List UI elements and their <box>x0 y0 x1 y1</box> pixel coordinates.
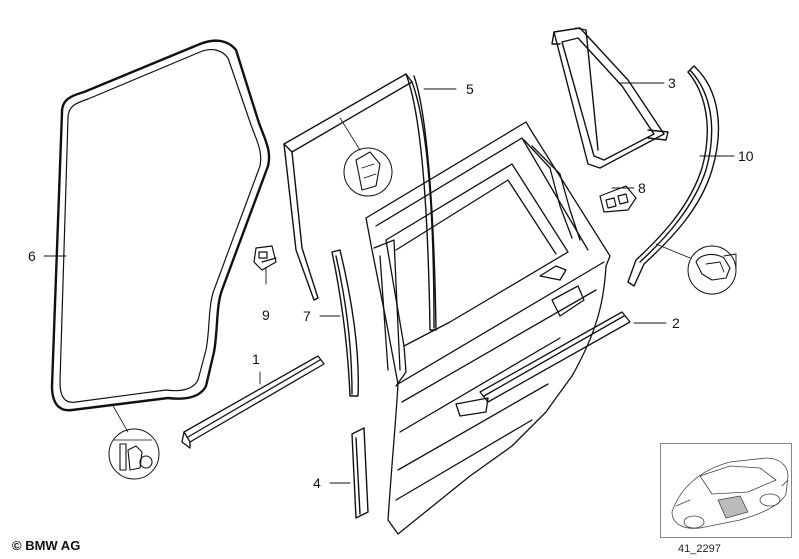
door-frame-seal-part-6 <box>50 39 271 412</box>
door-sill-seal-part-2 <box>455 311 631 417</box>
lower-pillar-strip-part-4 <box>351 427 369 519</box>
callout-8: 8 <box>638 180 646 196</box>
detail-circle-curved-seal <box>687 245 737 295</box>
callout-7: 7 <box>303 308 311 324</box>
callout-9: 9 <box>262 307 270 323</box>
vehicle-thumbnail-frame <box>660 443 792 538</box>
inner-sill-strip-part-1 <box>181 355 325 449</box>
pillar-trim-part-7 <box>331 249 359 397</box>
callout-3: 3 <box>668 75 676 91</box>
vehicle-thumbnail <box>671 457 789 529</box>
detail-circle-rail-clip <box>343 147 393 197</box>
clip-part-9 <box>253 245 277 271</box>
bracket-part-8 <box>599 185 637 213</box>
callout-6: 6 <box>28 248 36 264</box>
callout-2: 2 <box>672 315 680 331</box>
callout-5: 5 <box>466 81 474 97</box>
brand-copyright: © BMW AG <box>12 538 81 553</box>
callout-10: 10 <box>738 148 754 164</box>
curved-seal-part-10 <box>627 65 720 287</box>
window-guide-rail-part-5 <box>283 73 437 331</box>
rear-door-body <box>365 121 611 535</box>
detail-circle-seal-section <box>108 428 160 480</box>
diagram-reference-code: 41_2297 <box>678 543 721 555</box>
quarter-window-frame-part-3 <box>551 27 669 169</box>
leader-lines <box>43 82 735 484</box>
callout-4: 4 <box>313 475 321 491</box>
callout-1: 1 <box>252 351 260 367</box>
